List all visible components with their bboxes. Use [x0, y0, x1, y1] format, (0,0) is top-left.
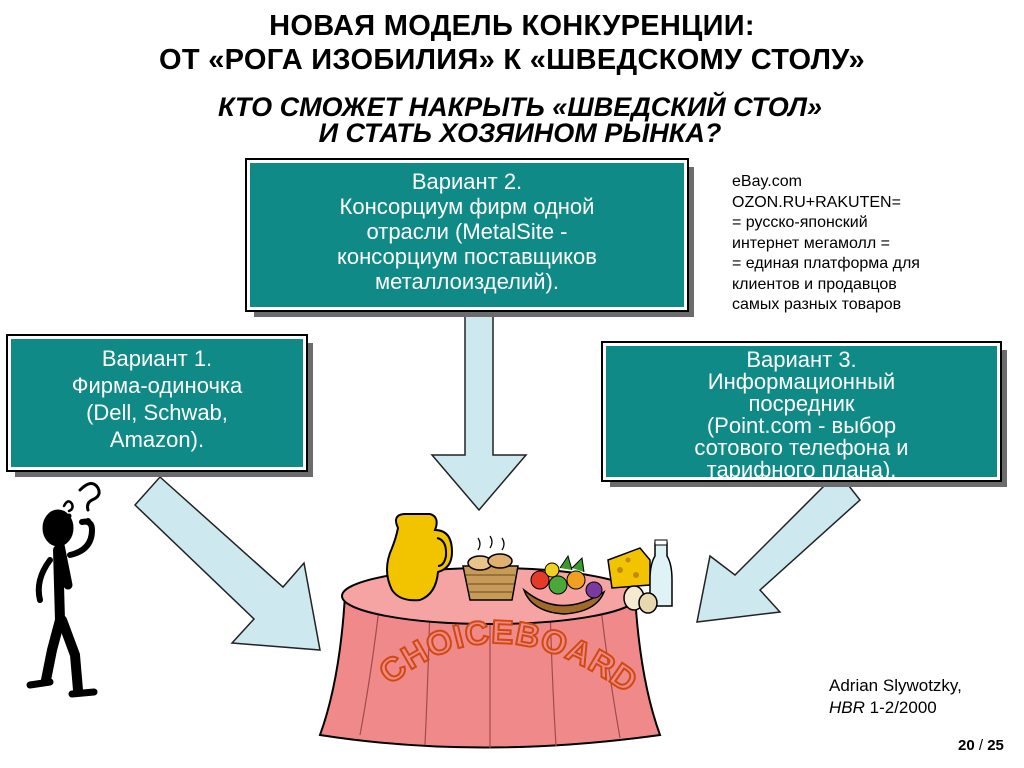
- variant-3-line: сотового телефона и: [694, 435, 909, 460]
- variant-1-line: Фирма-одиночка: [71, 373, 243, 398]
- side-note-line: клиентов и продавцов: [732, 275, 897, 293]
- side-note-line: = русско-японский: [732, 214, 868, 231]
- arrow-right-icon: [133, 475, 321, 651]
- side-note-line: eBay.com: [732, 173, 802, 190]
- variant-2-line: металлоизделий).: [375, 269, 559, 294]
- variant-1-box: Вариант 1. Фирма-одиночка (Dell, Schwab,…: [6, 334, 308, 472]
- variant-2-line: отрасли (MetalSite -: [366, 219, 568, 244]
- cheese-icon: [607, 547, 651, 589]
- variant-3-line: Вариант 3.: [746, 347, 857, 372]
- citation-journal: HBR: [829, 698, 865, 717]
- food-icons: [386, 513, 673, 615]
- page-total: 25: [987, 737, 1004, 754]
- variant-2-box: Вариант 2. Консорциум фирм одной отрасли…: [245, 158, 689, 312]
- variant-2-line: консорциум поставщиков: [337, 244, 597, 269]
- title-line-1: НОВАЯ МОДЕЛЬ КОНКУРЕНЦИИ:: [269, 10, 755, 42]
- citation-author: Adrian Slywotzky,: [829, 676, 962, 695]
- side-note-line: самых разных товаров: [732, 296, 902, 313]
- arrow-left-icon: [696, 470, 862, 623]
- citation-source: HBR 1-2/2000: [829, 697, 962, 719]
- title-line-2: ОТ «РОГА ИЗОБИЛИЯ» К «ШВЕДСКОМУ СТОЛУ»: [159, 44, 865, 76]
- page-current: 20: [958, 737, 975, 754]
- variant-3-line: (Point.com - выбор: [706, 413, 897, 438]
- variant-3-line: посредник: [748, 391, 855, 416]
- fruit-basket-icon: [522, 554, 606, 615]
- subtitle-line-1: КТО СМОЖЕТ НАКРЫТЬ «ШВЕДСКИЙ СТОЛ»: [218, 92, 822, 122]
- variant-2-line: Консорциум фирм одной: [339, 194, 595, 219]
- variant-1-line: Вариант 1.: [101, 346, 213, 371]
- bottle-icon: [649, 539, 673, 607]
- side-note-line: = единая платформа для: [732, 255, 920, 272]
- variant-2-line: Вариант 2.: [411, 169, 523, 194]
- variant-3-line: Информационный: [707, 369, 896, 394]
- citation: Adrian Slywotzky, HBR 1-2/2000: [829, 675, 962, 719]
- page-separator: /: [974, 737, 988, 754]
- pitcher-icon: [386, 513, 454, 602]
- variant-1-line: Amazon).: [109, 427, 205, 452]
- eggs-icon: [623, 585, 658, 614]
- variant-3-box: Вариант 3. Информационный посредник (Poi…: [601, 341, 1002, 482]
- citation-issue: 1-2/2000: [864, 698, 937, 717]
- side-note-line: OZON.RU+RAKUTEN=: [732, 193, 901, 211]
- side-note: eBay.com OZON.RU+RAKUTEN= = русско-японс…: [732, 172, 1012, 316]
- side-note-line: интернет мегамолл =: [732, 234, 890, 252]
- subtitle-line-2: И СТАТЬ ХОЗЯИНОМ РЫНКА?: [318, 118, 722, 148]
- arrow-down-icon: [430, 311, 528, 512]
- thinking-man-icon: [26, 482, 101, 698]
- page-number: 20 / 25: [958, 737, 1004, 754]
- variant-1-line: (Dell, Schwab,: [86, 400, 228, 425]
- bread-basket-icon: [462, 535, 519, 601]
- variant-3-line: тарифного плана).: [706, 457, 897, 482]
